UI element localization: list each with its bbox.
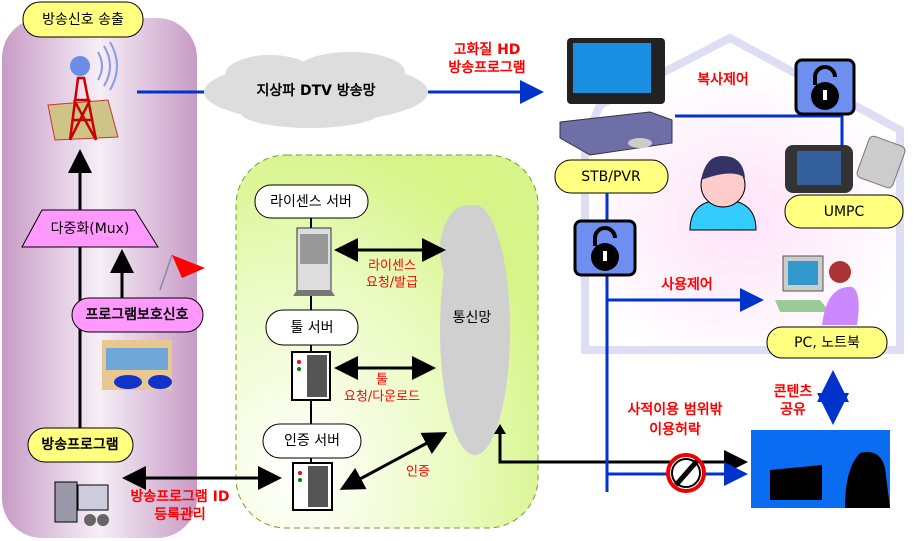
permission-line [498,432,748,474]
broadcast-title: 방송신호 송출 [42,12,124,28]
use-control-label: 사용제어 [661,276,713,293]
tool-server-icon [291,351,331,401]
umpc-device-icon [785,135,906,193]
license-req-1: 라이센스 [368,259,416,274]
umpc-pill [784,194,904,229]
pc-label: PC, 노트북 [794,335,860,351]
stb-label: STB/PVR [581,169,641,185]
auth-server-icon [292,462,333,511]
content-share-2: 공유 [780,402,806,418]
content-share-1: 콘텐츠 [774,383,813,400]
tool-server-label: 툴 서버 [290,320,333,336]
control-room-image [102,340,172,390]
license-server-pill [254,184,369,219]
hd-label-1: 고화질 HD [454,42,521,58]
media-icon [54,481,109,526]
outside-use-1: 사적이용 범위밖 [627,401,722,418]
protection-signal-pill [71,297,204,333]
comm-network-cloud [440,205,510,455]
pc-user-icon [775,255,859,325]
hd-label-2: 방송프로그램 [448,59,525,76]
id-management-2: 등록관리 [154,506,206,523]
boy-icon [689,155,757,231]
license-server-icon [293,227,335,296]
umpc-label: UMPC [824,204,865,220]
pc-pill [766,326,888,359]
auth-req-label: 인증 [406,465,430,480]
auth-arrow [339,432,448,490]
stb-pvr-icon [559,111,673,156]
mux-trapezoid [21,209,159,248]
license-server-label: 라이센스 서버 [270,194,352,210]
flag-icon [159,254,205,291]
stb-pill [554,159,669,194]
lock-icon [573,219,637,277]
tool-server-pill [265,309,359,346]
external-user-image [751,430,890,508]
id-management-1: 방송프로그램 ID [131,488,230,505]
program-pill [27,427,134,463]
tool-req-2: 요청/다운로드 [344,390,420,405]
program-label: 방송프로그램 [41,436,118,453]
tool-req-1: 툴 [376,373,388,388]
transmission-tower-icon [47,41,119,141]
mux-label: 다중화(Mux) [51,221,130,237]
protection-signal-label: 프로그램보호신호 [85,306,188,323]
license-req-2: 요청/발급 [366,276,418,291]
outside-use-2: 이용허락 [649,421,701,438]
dtv-network-label: 지상파 DTV 방송망 [256,82,375,99]
prohibited-icon [666,453,706,493]
copy-control-line [675,114,844,150]
tv-icon [567,38,665,104]
dtv-network-cloud [204,52,428,128]
comm-network-label: 통신망 [453,310,492,326]
broadcast-panel [2,18,197,538]
lock-icon [794,58,856,116]
broadcast-title-pill [22,1,144,38]
copy-control-label: 복사제어 [697,71,749,88]
auth-server-label: 인증 서버 [284,433,340,449]
